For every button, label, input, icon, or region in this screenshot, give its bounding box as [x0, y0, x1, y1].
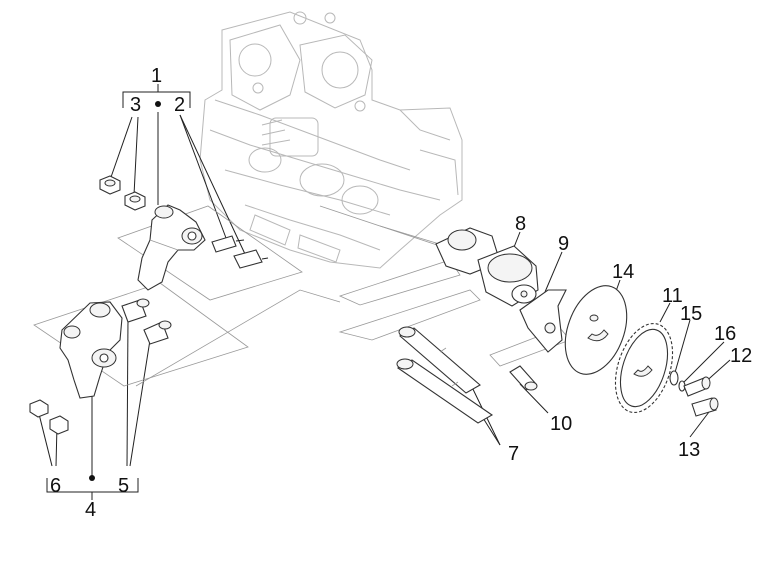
- callout-3: 3: [130, 94, 141, 116]
- nut-6: [29, 399, 69, 435]
- callout-6: 6: [50, 475, 61, 497]
- shaft-7: [396, 326, 494, 424]
- callout-10: 10: [550, 413, 572, 435]
- disc-14: [564, 285, 628, 375]
- callout-4: 4: [85, 499, 96, 521]
- callout-15: 15: [680, 303, 702, 325]
- rocker-arm-lower: [59, 301, 123, 399]
- callout-9: 9: [558, 233, 569, 255]
- callout-13: 13: [678, 439, 700, 461]
- callout-dot-4: [89, 475, 95, 481]
- screw-5: [121, 298, 172, 345]
- washer-15-16: [669, 370, 686, 392]
- callout-16: 16: [714, 323, 736, 345]
- bolts-12-13: [683, 376, 719, 417]
- callout-5: 5: [118, 475, 129, 497]
- adjuster-screw-2: [211, 235, 269, 269]
- rocker-arm-upper: [137, 204, 206, 291]
- callout-7: 7: [508, 443, 519, 465]
- leader-lines: [37, 84, 731, 500]
- callout-11: 11: [662, 285, 683, 307]
- nut-3: [99, 175, 146, 211]
- cylinder-head: [199, 11, 463, 269]
- callout-14: 14: [612, 261, 634, 283]
- callout-2: 2: [174, 94, 185, 116]
- callout-1: 1: [151, 65, 162, 87]
- decompressor-plate-9: [519, 289, 567, 353]
- camshaft-8: [319, 205, 539, 307]
- bolt-10: [509, 365, 538, 391]
- sprocket-11: [614, 322, 674, 414]
- callout-dot-1: [155, 101, 161, 107]
- callout-8: 8: [515, 213, 526, 235]
- callout-12: 12: [730, 345, 752, 367]
